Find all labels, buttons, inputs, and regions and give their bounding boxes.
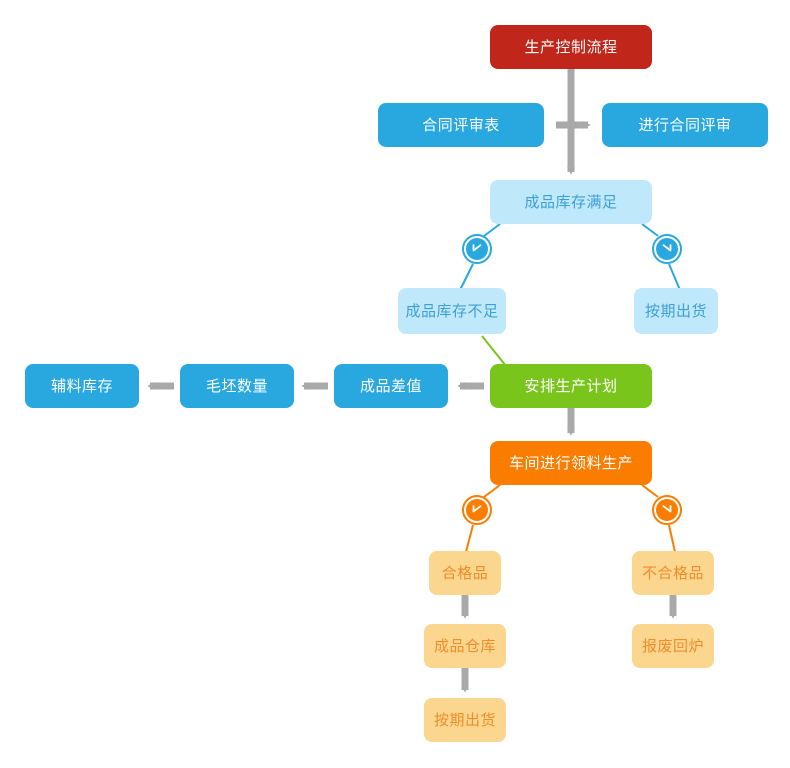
node-label: 辅料库存	[50, 377, 113, 395]
node-label: 安排生产计划	[524, 377, 618, 395]
badge-disc	[466, 499, 488, 521]
node-scrap-remelt[interactable]: 报废回炉	[632, 624, 714, 668]
decision-badge-stock-left[interactable]	[462, 234, 492, 264]
badge-ring	[652, 495, 682, 525]
node-label: 按期出货	[644, 302, 707, 320]
badge-ring	[462, 234, 492, 264]
check-mark-icon	[472, 244, 482, 252]
check-mark-icon	[472, 505, 482, 513]
check-mark-icon	[662, 505, 672, 513]
node-label: 毛坯数量	[205, 377, 268, 395]
node-ship-on-schedule-upper[interactable]: 按期出货	[634, 288, 718, 334]
node-workshop-material-production[interactable]: 车间进行领料生产	[490, 441, 652, 485]
node-label: 合同评审表	[422, 116, 500, 134]
node-label: 成品差值	[359, 377, 422, 395]
badge-ring	[652, 234, 682, 264]
node-label: 进行合同评审	[638, 116, 732, 134]
node-arrange-production-plan[interactable]: 安排生产计划	[490, 364, 652, 408]
node-label: 成品库存满足	[524, 193, 618, 211]
decision-badge-production-left[interactable]	[462, 495, 492, 525]
node-contract-review-form[interactable]: 合同评审表	[378, 103, 544, 147]
node-finished-goods-difference[interactable]: 成品差值	[334, 364, 448, 408]
node-production-control-process[interactable]: 生产控制流程	[490, 25, 652, 69]
decision-badge-production-right[interactable]	[652, 495, 682, 525]
node-label: 不合格品	[641, 564, 704, 582]
check-mark-icon	[662, 244, 672, 252]
connector-stock-ok-to-decisions	[459, 223, 681, 291]
node-label: 生产控制流程	[524, 38, 618, 56]
node-unqualified-product[interactable]: 不合格品	[632, 551, 714, 595]
node-label: 按期出货	[433, 711, 496, 729]
node-label: 报废回炉	[641, 637, 704, 655]
node-label: 成品仓库	[433, 637, 496, 655]
decision-badge-stock-right[interactable]	[652, 234, 682, 264]
badge-ring	[462, 495, 492, 525]
badge-disc	[656, 238, 678, 260]
badge-disc	[656, 499, 678, 521]
node-finished-stock-insufficient[interactable]: 成品库存不足	[398, 288, 506, 334]
node-blank-quantity[interactable]: 毛坯数量	[180, 364, 294, 408]
node-label: 车间进行领料生产	[508, 454, 633, 472]
node-ship-on-schedule-lower[interactable]: 按期出货	[424, 698, 506, 742]
connector-workshop-to-decisions	[465, 484, 676, 553]
node-qualified-product[interactable]: 合格品	[429, 551, 501, 595]
node-finished-stock-sufficient[interactable]: 成品库存满足	[490, 180, 652, 224]
node-auxiliary-material-stock[interactable]: 辅料库存	[25, 364, 139, 408]
badge-disc	[466, 238, 488, 260]
connector-stock-short-to-plan	[481, 335, 507, 367]
node-finished-goods-warehouse[interactable]: 成品仓库	[424, 624, 506, 668]
node-label: 成品库存不足	[405, 302, 499, 320]
node-label: 合格品	[441, 564, 489, 582]
node-conduct-contract-review[interactable]: 进行合同评审	[602, 103, 768, 147]
